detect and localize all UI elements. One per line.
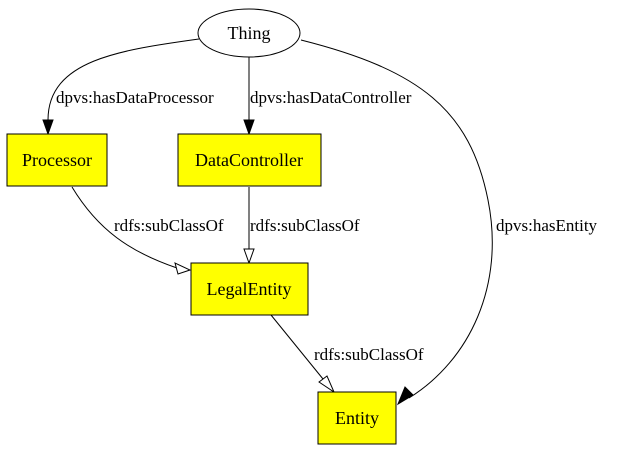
- edge-processor-subclass: rdfs:subClassOf: [71, 186, 224, 275]
- edge-controller-subclass-label: rdfs:subClassOf: [250, 216, 360, 235]
- edge-has-entity-label: dpvs:hasEntity: [496, 216, 598, 235]
- edge-processor-subclass-label: rdfs:subClassOf: [114, 216, 224, 235]
- edge-processor-subclass-line: [71, 186, 178, 269]
- edge-processor-subclass-arrowhead: [174, 262, 192, 275]
- node-data-controller: DataController: [177, 133, 322, 187]
- node-entity-label: Entity: [335, 408, 379, 428]
- node-legal-entity-shape: [190, 262, 309, 316]
- edge-has-entity: dpvs:hasEntity: [300, 39, 598, 406]
- node-processor-label: Processor: [22, 150, 92, 170]
- node-entity: Entity: [317, 391, 397, 445]
- node-thing-label: Thing: [228, 23, 271, 43]
- edge-has-data-processor-arrowhead: [42, 119, 54, 136]
- node-thing-shape: [197, 8, 301, 58]
- node-data-controller-shape: [177, 133, 322, 187]
- edge-has-entity-arrowhead: [396, 386, 414, 406]
- edge-has-data-controller-arrowhead: [243, 119, 255, 136]
- node-processor: Processor: [6, 133, 108, 187]
- edge-has-entity-line: [300, 39, 493, 399]
- edge-legal-entity-subclass-label: rdfs:subClassOf: [314, 345, 424, 364]
- edge-has-data-controller-label: dpvs:hasDataController: [250, 88, 412, 107]
- edge-controller-subclass-arrowhead: [243, 248, 255, 265]
- node-thing: Thing: [197, 8, 301, 58]
- edge-has-data-processor: dpvs:hasDataProcessor: [42, 38, 214, 136]
- edge-has-data-processor-label: dpvs:hasDataProcessor: [56, 88, 214, 107]
- edge-has-data-processor-line: [47, 38, 200, 121]
- edge-legal-entity-subclass-line: [270, 314, 324, 380]
- edge-legal-entity-subclass: rdfs:subClassOf: [270, 314, 424, 394]
- edge-legal-entity-subclass-arrowhead: [318, 375, 336, 394]
- node-legal-entity-label: LegalEntity: [207, 279, 292, 299]
- node-entity-shape: [317, 391, 397, 445]
- node-processor-shape: [6, 133, 108, 187]
- edge-controller-subclass: rdfs:subClassOf: [243, 187, 360, 265]
- edge-has-data-controller: dpvs:hasDataController: [243, 57, 412, 136]
- node-legal-entity: LegalEntity: [190, 262, 309, 316]
- node-data-controller-label: DataController: [195, 150, 303, 170]
